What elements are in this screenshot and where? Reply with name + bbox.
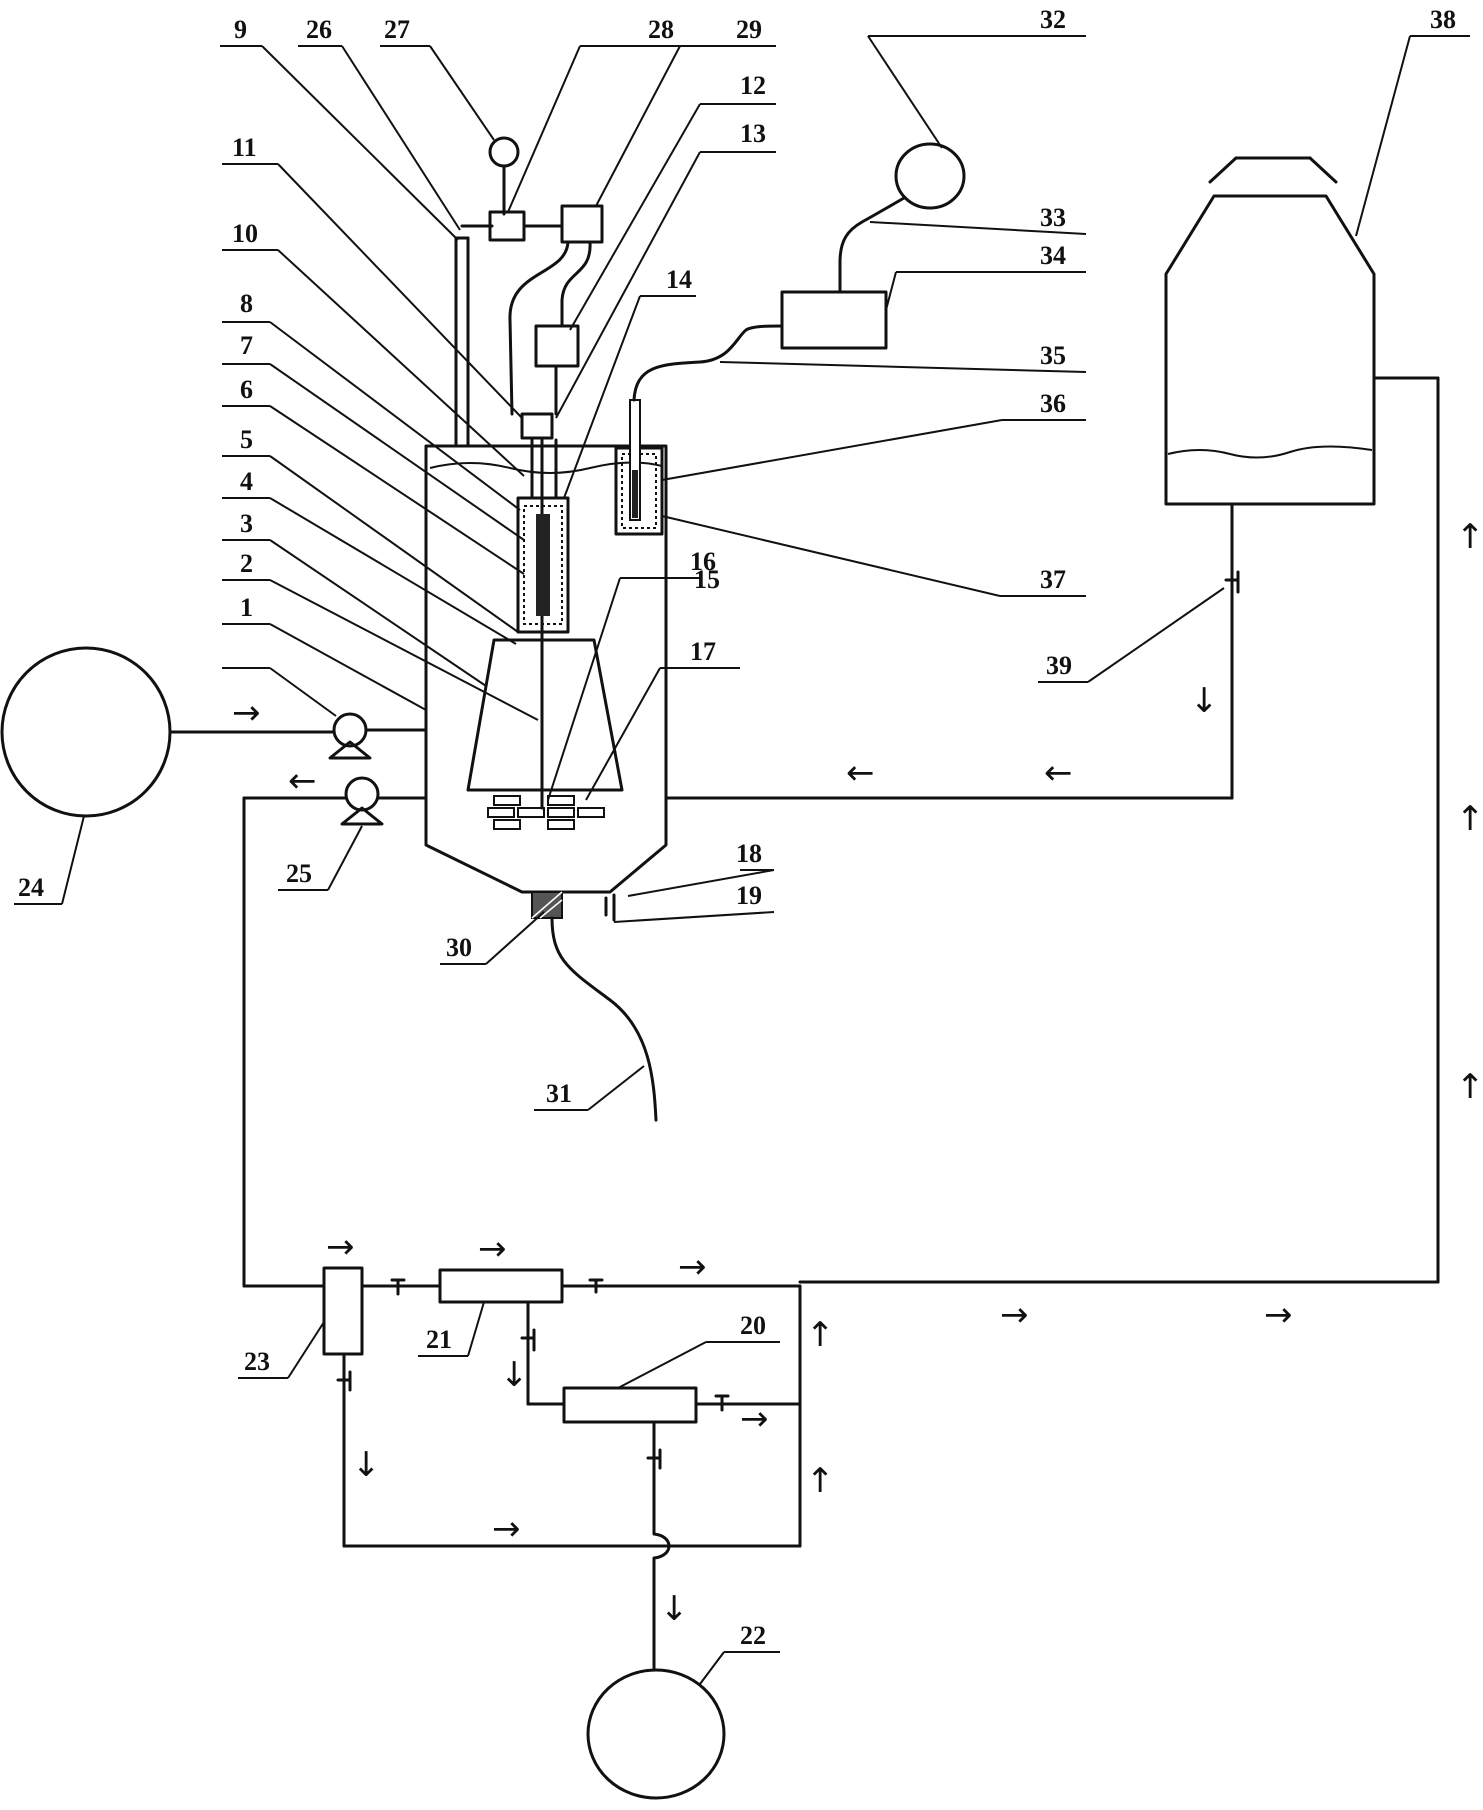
vent-pipe <box>454 236 470 448</box>
arrow-return-2: ← <box>1044 753 1073 793</box>
discharge-hose <box>550 916 658 1122</box>
drain-valve <box>604 893 616 922</box>
label-2: 2 <box>240 549 253 578</box>
label-4: 4 <box>240 467 253 496</box>
arrow-recycle: ← <box>288 761 317 801</box>
flow-arrows: → ← ← ← ↓ ↑ ↑ ↑ → → → → → ↑ ↑ ↓ → ↓ → ↓ <box>232 517 1483 1629</box>
label-6: 6 <box>240 375 253 404</box>
label-39: 39 <box>1046 651 1072 680</box>
source-vessel-24 <box>0 646 172 818</box>
label-34: 34 <box>1040 241 1066 270</box>
collection-vessel-22 <box>586 1668 726 1800</box>
arrow-return-1: ← <box>846 753 875 793</box>
filter-23 <box>322 1266 364 1356</box>
label-22: 22 <box>740 1621 766 1650</box>
label-11: 11 <box>232 133 257 162</box>
filter-20 <box>562 1386 698 1424</box>
arrow-up-3: ↑ <box>1456 1067 1483 1107</box>
label-25: 25 <box>286 859 312 888</box>
label-20: 20 <box>740 1311 766 1340</box>
arrow-down-2: ↓ <box>352 1445 381 1485</box>
label-14: 14 <box>666 265 692 294</box>
arrow-up-5: ↑ <box>806 1461 835 1501</box>
stirrer-blades <box>487 795 605 830</box>
box-29 <box>560 204 604 244</box>
label-26: 26 <box>306 15 332 44</box>
leader-lines <box>14 35 1470 1685</box>
label-30: 30 <box>446 933 472 962</box>
label-23: 23 <box>244 1347 270 1376</box>
box-28 <box>488 210 526 242</box>
label-37: 37 <box>1040 565 1066 594</box>
label-19: 19 <box>736 881 762 910</box>
label-35: 35 <box>1040 341 1066 370</box>
arrow-filter-2: → <box>478 1229 507 1269</box>
feed-pump <box>328 712 372 760</box>
label-33: 33 <box>1040 203 1066 232</box>
label-1: 1 <box>240 593 253 622</box>
arrow-up-2: ↑ <box>1456 799 1483 839</box>
meter-32 <box>894 142 966 210</box>
draft-cone <box>466 638 624 792</box>
arrow-up-1: ↑ <box>1456 517 1483 557</box>
sensor-probe <box>614 399 664 536</box>
arrow-feed: → <box>232 693 261 733</box>
label-32: 32 <box>1040 5 1066 34</box>
connector-box <box>520 412 554 440</box>
label-12: 12 <box>740 71 766 100</box>
label-17: 17 <box>690 637 716 666</box>
pressure-gauge <box>488 136 520 168</box>
label-10: 10 <box>232 219 258 248</box>
controller-box-13 <box>534 324 580 368</box>
arrow-filter-3: → <box>678 1247 707 1287</box>
part-labels: 9 26 27 28 29 12 13 14 11 10 8 7 6 5 4 3… <box>18 5 1456 1650</box>
arrow-tank-down: ↓ <box>1190 681 1219 721</box>
label-29: 29 <box>736 15 762 44</box>
reactor-vessel <box>424 444 668 894</box>
arrow-filter-4: → <box>1000 1295 1029 1335</box>
label-21: 21 <box>426 1325 452 1354</box>
label-9: 9 <box>234 15 247 44</box>
label-28: 28 <box>648 15 674 44</box>
label-36: 36 <box>1040 389 1066 418</box>
arrow-bottom: → <box>492 1509 521 1549</box>
controller-box-34 <box>780 290 888 350</box>
label-5: 5 <box>240 425 253 454</box>
arrow-up-4: ↑ <box>806 1315 835 1355</box>
electrode-assembly <box>516 496 570 634</box>
label-3: 3 <box>240 509 253 538</box>
arrow-down-1: ↓ <box>500 1355 529 1395</box>
label-7: 7 <box>240 331 253 360</box>
label-31: 31 <box>546 1079 572 1108</box>
label-18: 18 <box>736 839 762 868</box>
label-15: 15 <box>694 565 720 594</box>
filter-21 <box>438 1268 564 1304</box>
storage-tank <box>1164 156 1376 506</box>
recycle-pump <box>340 776 384 826</box>
label-8: 8 <box>240 289 253 318</box>
arrow-filter20: → <box>740 1399 769 1439</box>
label-27: 27 <box>384 15 410 44</box>
label-24: 24 <box>18 873 44 902</box>
label-16: 16 <box>690 547 716 576</box>
label-13: 13 <box>740 119 766 148</box>
arrow-down-3: ↓ <box>660 1589 689 1629</box>
arrow-filter-5: → <box>1264 1295 1293 1335</box>
bottom-outlet-plug <box>531 891 563 919</box>
label-38: 38 <box>1430 5 1456 34</box>
arrow-filter-1: → <box>326 1227 355 1267</box>
